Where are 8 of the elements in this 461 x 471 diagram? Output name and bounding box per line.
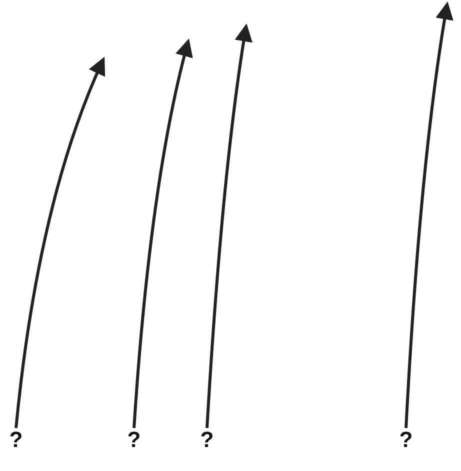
arrow — [206, 23, 253, 428]
question-mark: ? — [8, 428, 24, 452]
question-mark: ? — [126, 428, 142, 452]
question-mark: ? — [199, 428, 215, 452]
arrow — [404, 1, 454, 428]
arrow — [132, 38, 194, 428]
question-mark: ? — [398, 428, 414, 452]
arrow — [14, 56, 106, 428]
